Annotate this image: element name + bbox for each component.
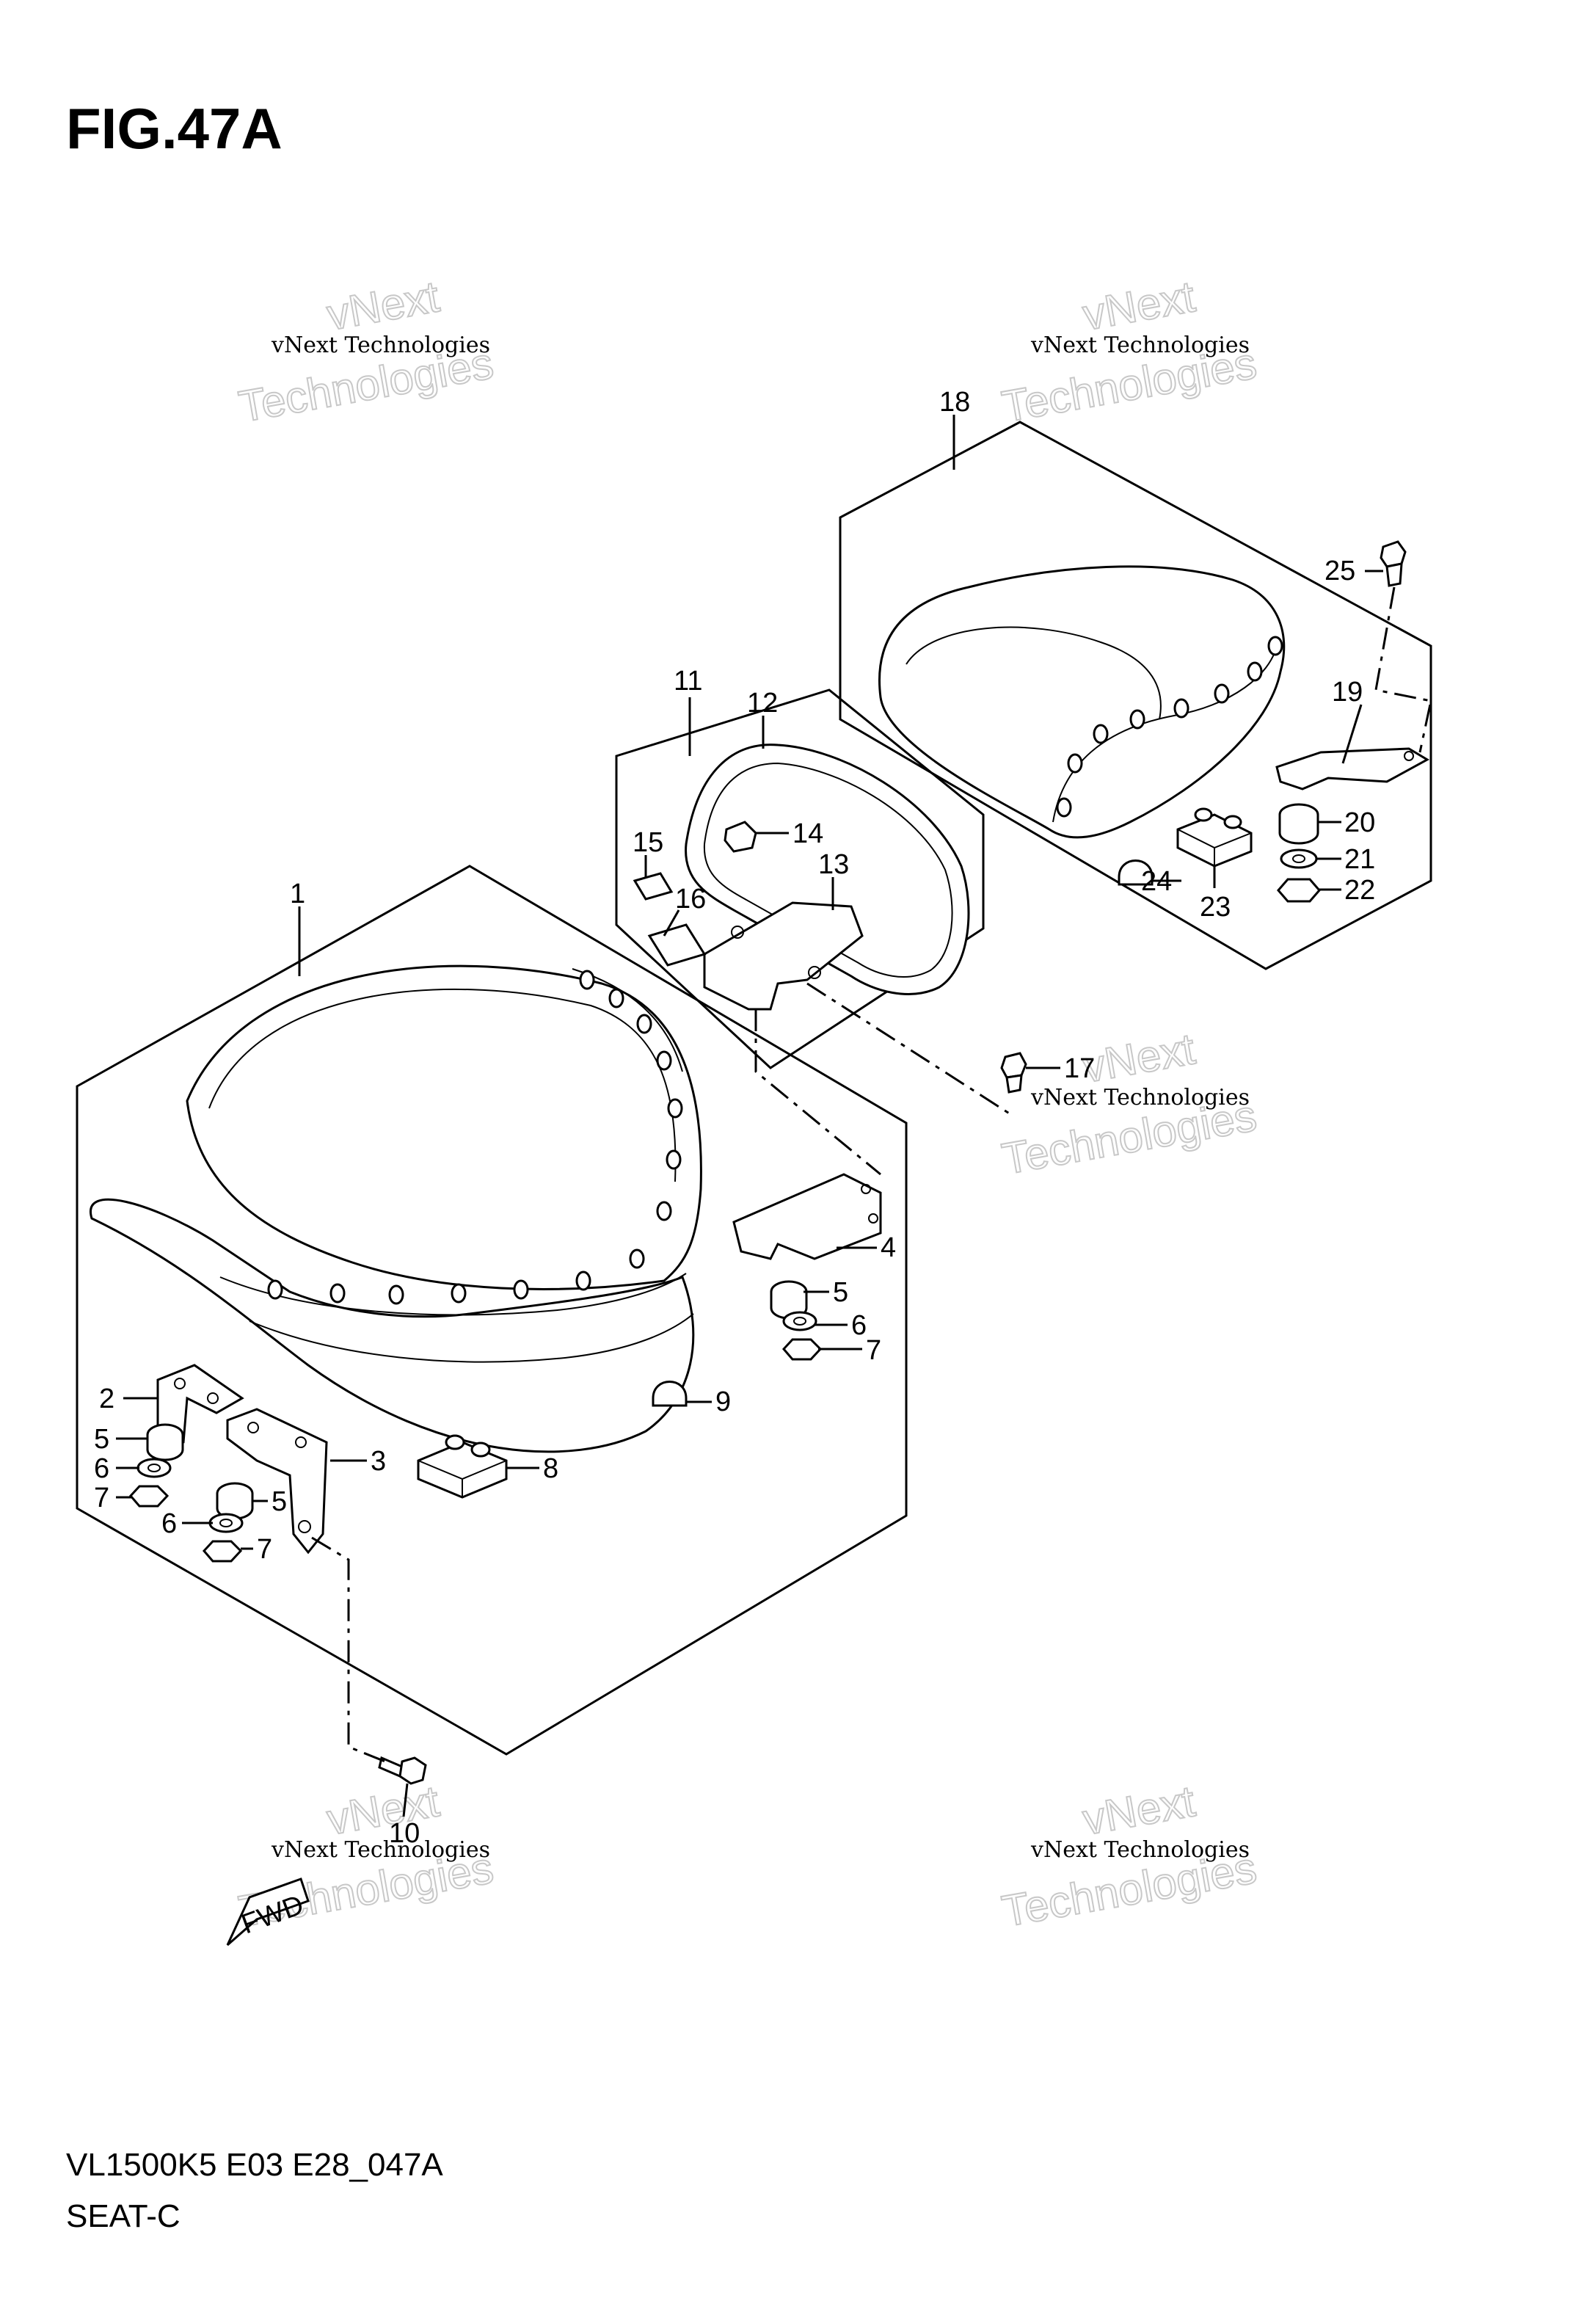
cap-24: [1118, 859, 1154, 886]
callout-1: 1: [290, 879, 305, 909]
backrest-mount-line: [754, 1009, 881, 1176]
callout-7-right: 7: [866, 1335, 881, 1366]
nut-22: [1277, 878, 1321, 903]
bolt-17: [1000, 1052, 1027, 1094]
callout-25: 25: [1324, 556, 1355, 586]
seat-group-frame: [76, 865, 908, 1756]
washer-21: [1280, 848, 1318, 869]
callout-20: 20: [1344, 807, 1375, 838]
pillion-studs: [1056, 636, 1283, 818]
callout-14: 14: [792, 818, 823, 849]
callout-3: 3: [371, 1446, 386, 1477]
bolt-10-mount-line: [311, 1536, 386, 1763]
callout-19: 19: [1332, 677, 1363, 708]
callout-7-left: 7: [94, 1483, 109, 1513]
nut-7-left: [128, 1485, 170, 1508]
washer-6-center: [208, 1513, 244, 1533]
bracket-3: [226, 1408, 328, 1555]
callout-2: 2: [99, 1384, 114, 1414]
callout-6-center: 6: [161, 1508, 177, 1539]
callout-6-right: 6: [851, 1310, 867, 1341]
callout-23: 23: [1200, 892, 1231, 923]
callout-15: 15: [633, 827, 663, 858]
callout-11: 11: [674, 666, 702, 697]
svg-text:vNext: vNext: [324, 1776, 443, 1844]
callout-9: 9: [715, 1386, 731, 1417]
svg-text:vNext Technologies: vNext Technologies: [271, 1837, 490, 1863]
svg-text:vNext: vNext: [1079, 1776, 1199, 1844]
svg-text:vNext Technologies: vNext Technologies: [1030, 1837, 1250, 1863]
pad-15: [633, 872, 674, 901]
backrest-frame-12: [685, 744, 970, 995]
callout-4: 4: [881, 1232, 896, 1263]
callout-5-center: 5: [272, 1486, 287, 1517]
svg-text:vNext: vNext: [324, 272, 443, 340]
svg-text:vNext Technologies: vNext Technologies: [1030, 332, 1250, 358]
pad-16: [647, 923, 707, 967]
callout-18: 18: [939, 387, 970, 418]
callout-13: 13: [818, 849, 849, 880]
bolt-25: [1380, 540, 1407, 587]
callout-17: 17: [1064, 1053, 1095, 1084]
main-seat: [90, 964, 702, 1453]
cushion-5-left: [146, 1423, 184, 1461]
backrest-group-frame: [615, 688, 985, 1069]
pillion-seat-group-frame: [839, 421, 1432, 970]
pillion-seat-18: [878, 565, 1286, 839]
callout-24: 24: [1141, 866, 1172, 897]
svg-text:vNext: vNext: [1079, 1024, 1199, 1092]
nut-7-center: [202, 1540, 243, 1563]
watermark-mid-right: Technologies vNext vNext Technologies: [998, 1023, 1261, 1185]
figure-title: FIG.47A: [66, 96, 283, 161]
backrest-plate-13: [703, 901, 864, 1011]
callout-22: 22: [1344, 875, 1375, 906]
callout-8: 8: [543, 1453, 558, 1484]
callout-5-right: 5: [833, 1277, 848, 1308]
callout-7-center: 7: [257, 1534, 272, 1565]
figure-code: VL1500K5 E03 E28_047A: [66, 2147, 443, 2183]
callout-6-left: 6: [94, 1453, 109, 1484]
nut-7-right: [781, 1338, 823, 1361]
svg-text:vNext Technologies: vNext Technologies: [271, 332, 490, 358]
figure-name: SEAT-C: [66, 2198, 181, 2234]
washer-6-left: [136, 1458, 172, 1478]
bracket-19: [1275, 747, 1430, 790]
callout-5-left: 5: [94, 1424, 109, 1455]
callout-10: 10: [389, 1818, 420, 1849]
cap-9: [652, 1381, 688, 1407]
bracket-4: [732, 1173, 882, 1260]
seat-studs: [267, 970, 683, 1305]
rubber-block-23: [1176, 807, 1253, 868]
watermark-top-right: Technologies vNext vNext Technologies: [998, 271, 1261, 432]
bolt-17-mount-line: [806, 982, 1013, 1117]
nut-14: [724, 821, 757, 853]
svg-text:vNext Technologies: vNext Technologies: [1030, 1085, 1250, 1110]
watermark-top-left: Technologies vNext vNext Technologies: [235, 271, 498, 432]
callout-12: 12: [747, 688, 778, 719]
washer-6-right: [782, 1311, 817, 1331]
leader-lines: [116, 415, 1383, 1817]
bolt-25-mount-line: [1374, 586, 1432, 753]
callout-16: 16: [675, 884, 706, 915]
bolt-10: [378, 1756, 427, 1785]
callout-numbers: 1 2 3 4 5 6 7 9 5 6 7 5 6 7 8 10 11 12 1…: [94, 387, 1375, 1849]
svg-text:vNext: vNext: [1079, 272, 1199, 340]
cushion-5-center: [216, 1482, 254, 1520]
callout-21: 21: [1344, 844, 1375, 875]
cushion-20: [1278, 803, 1319, 845]
rubber-block-8: [417, 1434, 508, 1499]
watermark-bottom-right: Technologies vNext vNext Technologies: [998, 1775, 1261, 1937]
